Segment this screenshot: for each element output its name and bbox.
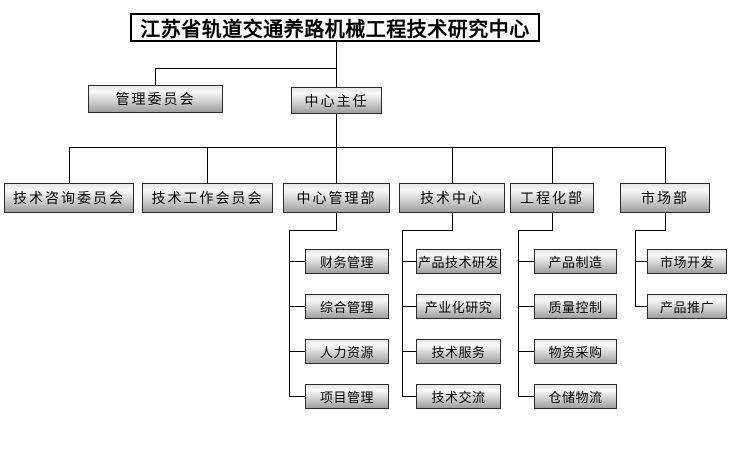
org-node-marketing-dept: 市场部 <box>620 183 710 213</box>
connector-line <box>402 396 416 397</box>
org-node-product-promotion: 产品推广 <box>647 294 727 319</box>
org-node-industrialization-research: 产业化研究 <box>416 294 501 319</box>
connector-line <box>289 396 305 397</box>
org-node-tech-exchange: 技术交流 <box>416 384 501 409</box>
connector-line <box>336 114 337 147</box>
connector-line <box>452 147 453 183</box>
connector-line <box>155 68 156 85</box>
org-node-engineering-dept: 工程化部 <box>510 183 594 213</box>
org-node-tech-service: 技术服务 <box>416 339 501 364</box>
connector-line <box>207 147 208 183</box>
connector-line <box>402 306 416 307</box>
connector-line <box>336 147 337 183</box>
org-node-title: 江苏省轨道交通养路机械工程技术研究中心 <box>130 13 540 42</box>
connector-line <box>289 230 337 231</box>
connector-line <box>635 230 636 307</box>
connector-line <box>69 147 665 148</box>
connector-line <box>69 147 70 183</box>
org-node-finance-management: 财务管理 <box>305 249 389 274</box>
connector-line <box>518 351 534 352</box>
org-node-technology-center: 技术中心 <box>399 183 505 213</box>
connector-line <box>635 306 647 307</box>
org-node-material-procurement: 物资采购 <box>534 339 617 364</box>
connector-line <box>402 351 416 352</box>
connector-line <box>452 213 453 230</box>
org-node-project-management: 项目管理 <box>305 384 389 409</box>
connector-line <box>155 68 337 69</box>
connector-line <box>289 351 305 352</box>
org-node-general-management: 综合管理 <box>305 294 389 319</box>
connector-line <box>518 230 519 397</box>
connector-line <box>402 230 453 231</box>
connector-line <box>518 396 534 397</box>
org-node-warehousing-logistics: 仓储物流 <box>534 384 617 409</box>
connector-line <box>635 230 666 231</box>
connector-line <box>518 230 553 231</box>
org-node-tech-advisory-committee: 技术咨询委员会 <box>4 183 134 213</box>
connector-line <box>336 213 337 230</box>
connector-line <box>518 261 534 262</box>
org-node-center-management-dept: 中心管理部 <box>283 183 390 213</box>
connector-line <box>665 147 666 183</box>
connector-line <box>552 147 553 183</box>
connector-line <box>289 230 290 397</box>
connector-line <box>289 261 305 262</box>
connector-line <box>518 306 534 307</box>
connector-line <box>635 261 647 262</box>
connector-line <box>402 261 416 262</box>
org-node-tech-work-committee: 技术工作会员会 <box>142 183 273 213</box>
connector-line <box>552 213 553 230</box>
org-node-human-resources: 人力资源 <box>305 339 389 364</box>
org-node-center-director: 中心主任 <box>291 87 382 114</box>
connector-line <box>402 230 403 397</box>
org-node-management-committee: 管理委员会 <box>88 85 223 113</box>
connector-line <box>289 306 305 307</box>
connector-line <box>336 42 337 87</box>
org-node-quality-control: 质量控制 <box>534 294 617 319</box>
org-node-market-development: 市场开发 <box>647 249 727 274</box>
org-node-product-manufacturing: 产品制造 <box>534 249 617 274</box>
connector-line <box>665 213 666 230</box>
org-node-product-tech-rd: 产品技术研发 <box>416 249 501 274</box>
